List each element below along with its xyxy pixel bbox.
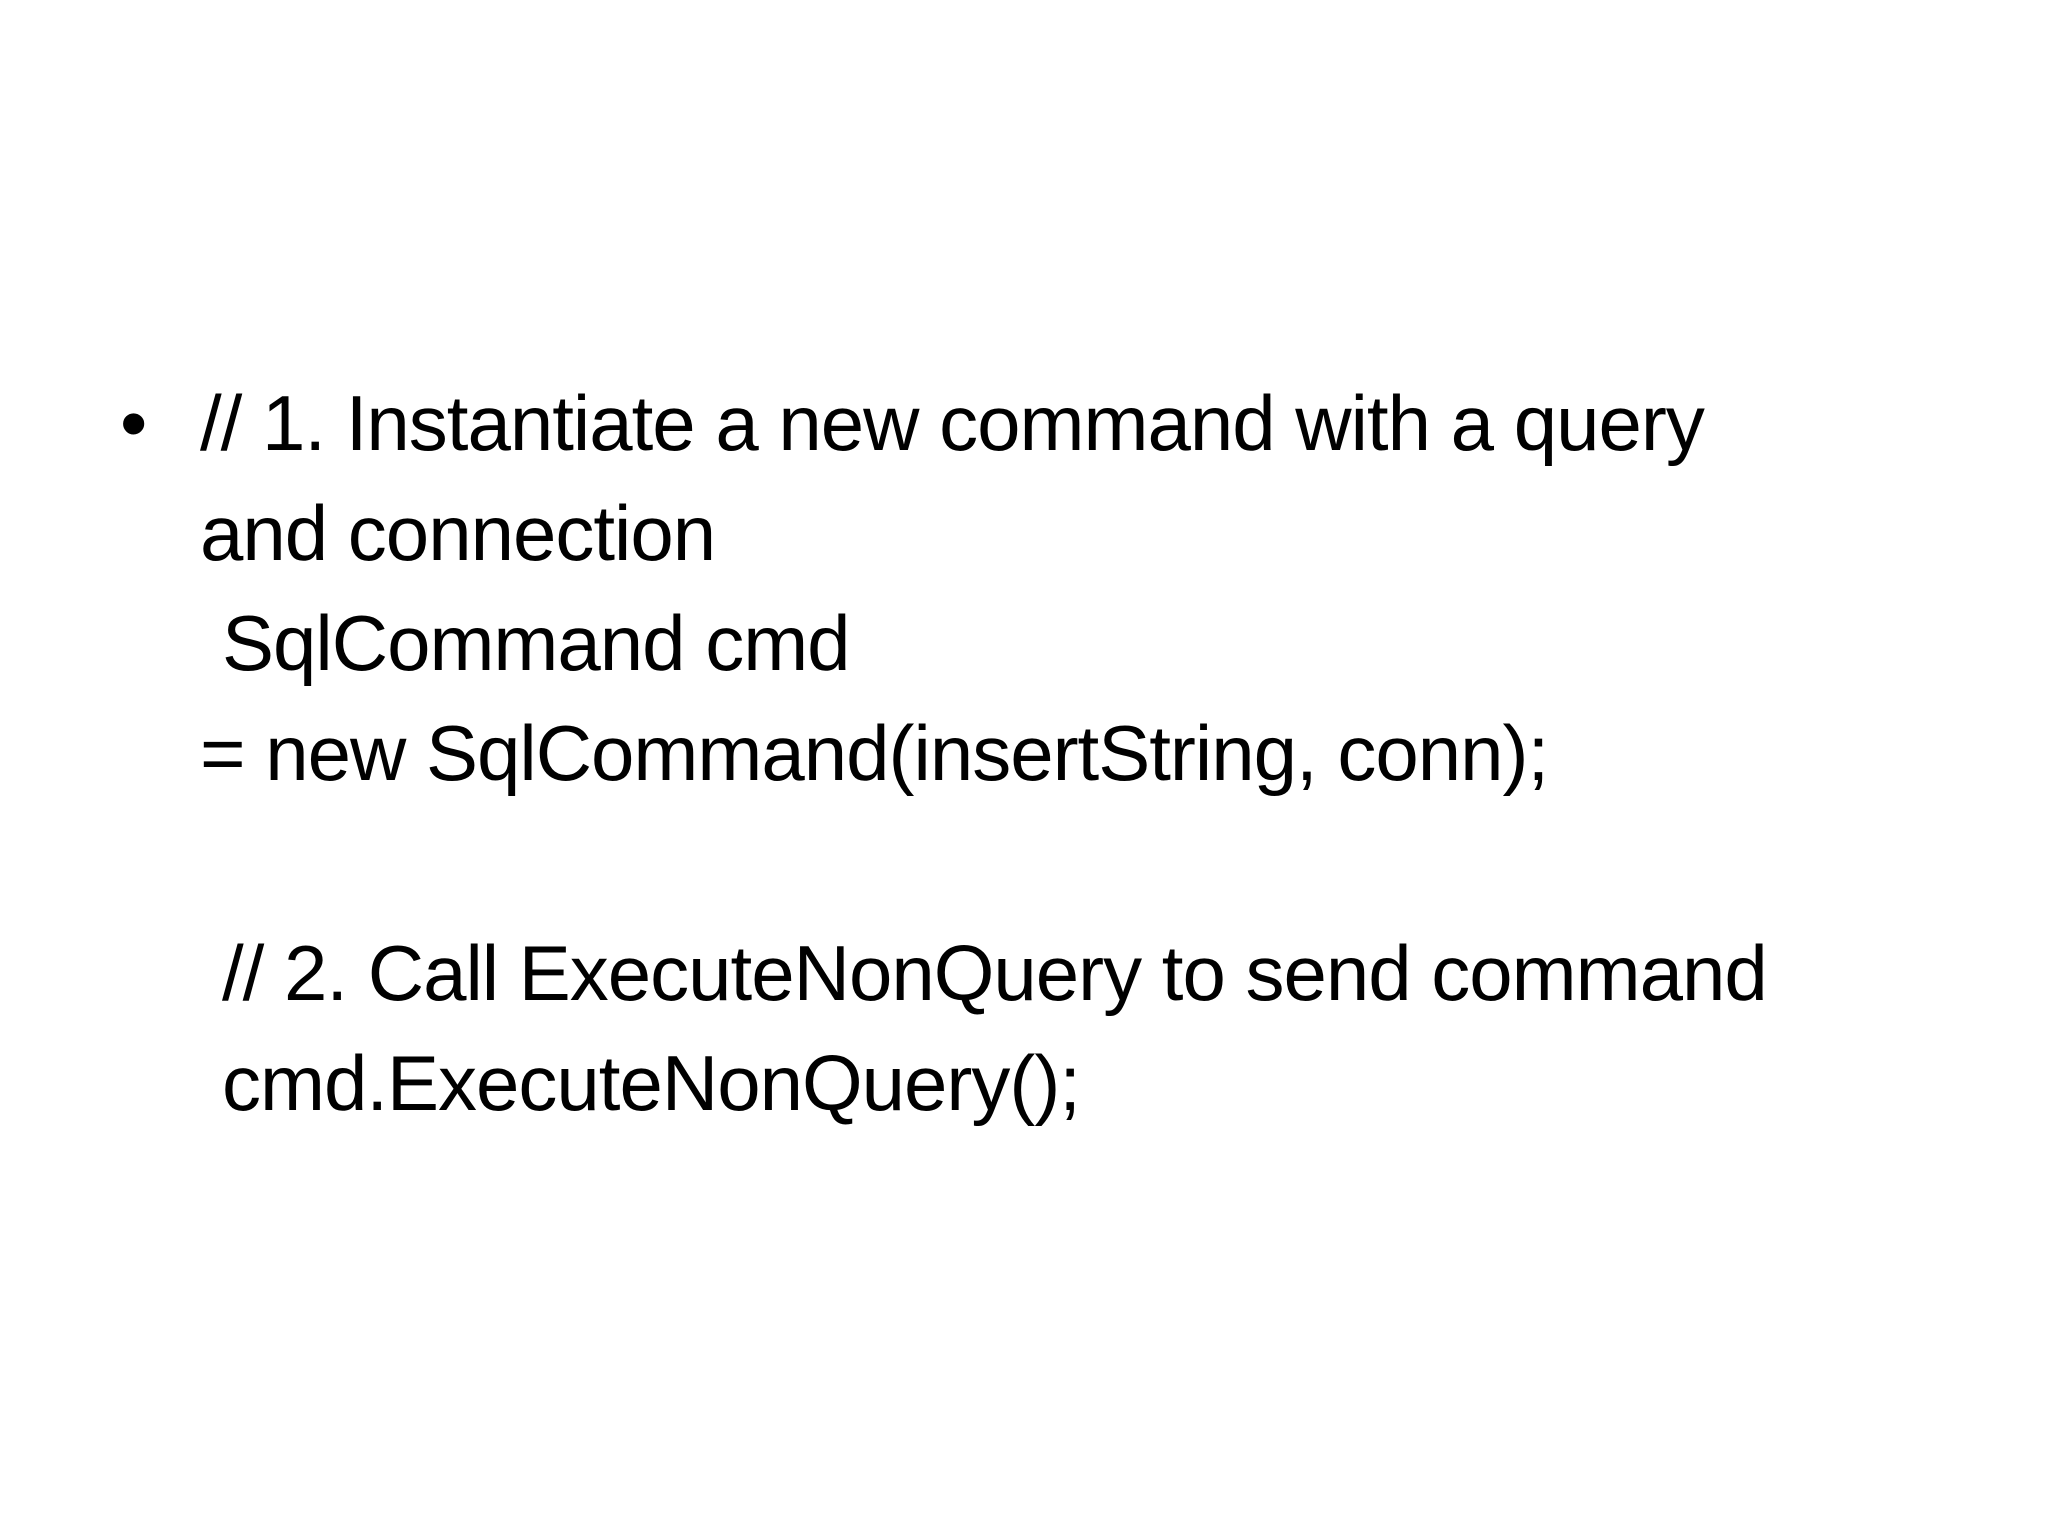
code-line-sqlcommand-declaration: SqlCommand cmd bbox=[222, 599, 851, 687]
code-line-comment-1: // 1. Instantiate a new command with a q… bbox=[200, 379, 1705, 467]
code-line-sqlcommand-instantiation: = new SqlCommand(insertString, conn); bbox=[200, 709, 1549, 797]
code-line-blank-spacer bbox=[200, 808, 2008, 918]
bullet-marker: • bbox=[120, 379, 148, 467]
code-line-comment-2: // 2. Call ExecuteNonQuery to send comma… bbox=[222, 929, 1768, 1017]
code-line-executenonquery-call: cmd.ExecuteNonQuery(); bbox=[222, 1039, 1081, 1127]
code-block: // 1. Instantiate a new command with a q… bbox=[200, 368, 2008, 1138]
code-line-comment-1-wrap: and connection bbox=[200, 489, 716, 577]
